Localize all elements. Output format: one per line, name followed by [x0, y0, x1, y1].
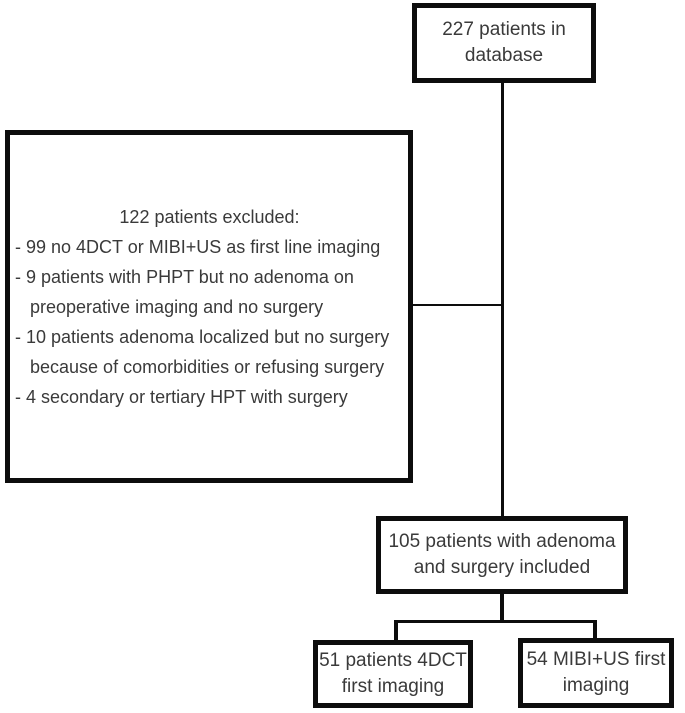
excluded-item-continuation: because of comorbidities or refusing sur…	[30, 356, 385, 377]
connector-to-mibius	[593, 620, 597, 640]
connector-included-down	[500, 594, 504, 622]
mibius-box: 54 MIBI+US first imaging	[518, 638, 674, 708]
included-box-line1: 105 patients with adenoma	[388, 531, 616, 552]
excluded-item: - 4 secondary or tertiary HPT with surge…	[15, 386, 348, 407]
connector-split-horizontal	[394, 620, 597, 623]
excluded-box: 122 patients excluded: - 99 no 4DCT or M…	[5, 130, 413, 483]
excluded-item-continuation: preoperative imaging and no surgery	[30, 296, 324, 317]
mibius-box-line1: 54 MIBI+US first	[526, 649, 666, 670]
excluded-item: - 9 patients with PHPT but no adenoma on	[15, 266, 354, 287]
included-box-line2: and surgery included	[413, 557, 591, 578]
included-box: 105 patients with adenoma and surgery in…	[376, 516, 628, 594]
database-box-line1: 227 patients in	[442, 19, 566, 40]
excluded-item: - 10 patients adenoma localized but no s…	[15, 326, 390, 347]
database-box-line2: database	[464, 45, 544, 66]
mibius-box-line2: imaging	[562, 675, 630, 696]
connector-to-fourdct	[394, 620, 398, 642]
fourdct-box-line1: 51 patients 4DCT	[319, 650, 467, 671]
connector-excluded-branch	[413, 304, 503, 306]
fourdct-box: 51 patients 4DCT first imaging	[313, 640, 473, 708]
connector-database-to-included	[501, 82, 504, 516]
fourdct-box-line2: first imaging	[341, 676, 445, 697]
excluded-item: - 99 no 4DCT or MIBI+US as first line im…	[15, 236, 381, 257]
database-box: 227 patients in database	[412, 3, 596, 83]
excluded-box-title: 122 patients excluded:	[119, 206, 300, 227]
